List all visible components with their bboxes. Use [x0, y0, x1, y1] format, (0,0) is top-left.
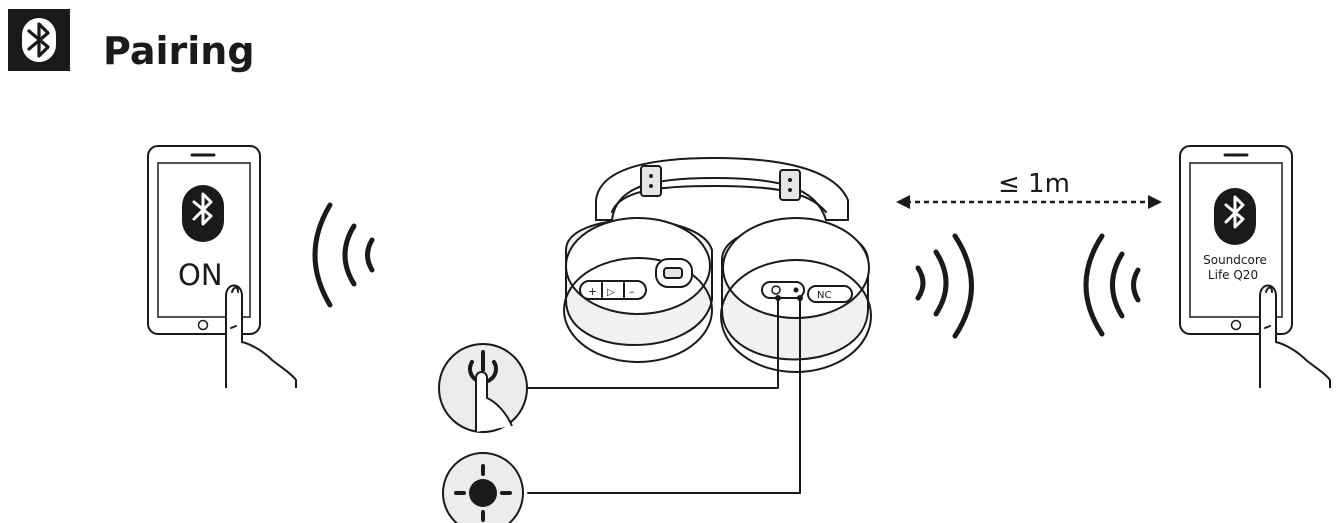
led-indicator-icon [454, 464, 512, 522]
distance-label: ≤ 1m [998, 169, 1070, 199]
led-indicator-callout [442, 452, 524, 523]
headphones: + ▷ – NC [563, 156, 872, 373]
device-name-line1: Soundcore [1203, 253, 1267, 267]
page-title: Pairing [103, 29, 255, 73]
hand-icon [225, 284, 297, 388]
led-leader-line [527, 299, 801, 494]
led-indicator [793, 287, 799, 293]
minus-button-label: – [629, 285, 635, 298]
device-name-line2: Life Q20 [1208, 268, 1258, 282]
power-leader-line [527, 299, 779, 389]
signal-waves-left [312, 202, 375, 308]
power-button [761, 281, 805, 299]
play-button-label: ▷ [607, 287, 615, 298]
finger-icon [475, 371, 513, 432]
distance-indicator: ≤ 1m [896, 169, 1162, 209]
nc-button [807, 285, 853, 303]
bluetooth-status-text: ON [178, 258, 223, 292]
signal-waves-right-of-headphones [915, 233, 974, 339]
plus-button-label: + [588, 285, 597, 298]
bluetooth-icon [1214, 188, 1256, 245]
signal-waves-right [1083, 233, 1141, 337]
bluetooth-icon [182, 185, 224, 242]
volume-buttons [579, 280, 647, 300]
nc-button-label: NC [817, 290, 831, 301]
hand-icon [1259, 284, 1331, 388]
phone-right: Soundcore Life Q20 [1179, 145, 1331, 388]
phone-left: ON [147, 145, 297, 388]
bluetooth-icon [8, 9, 70, 71]
power-button-callout [438, 343, 528, 433]
